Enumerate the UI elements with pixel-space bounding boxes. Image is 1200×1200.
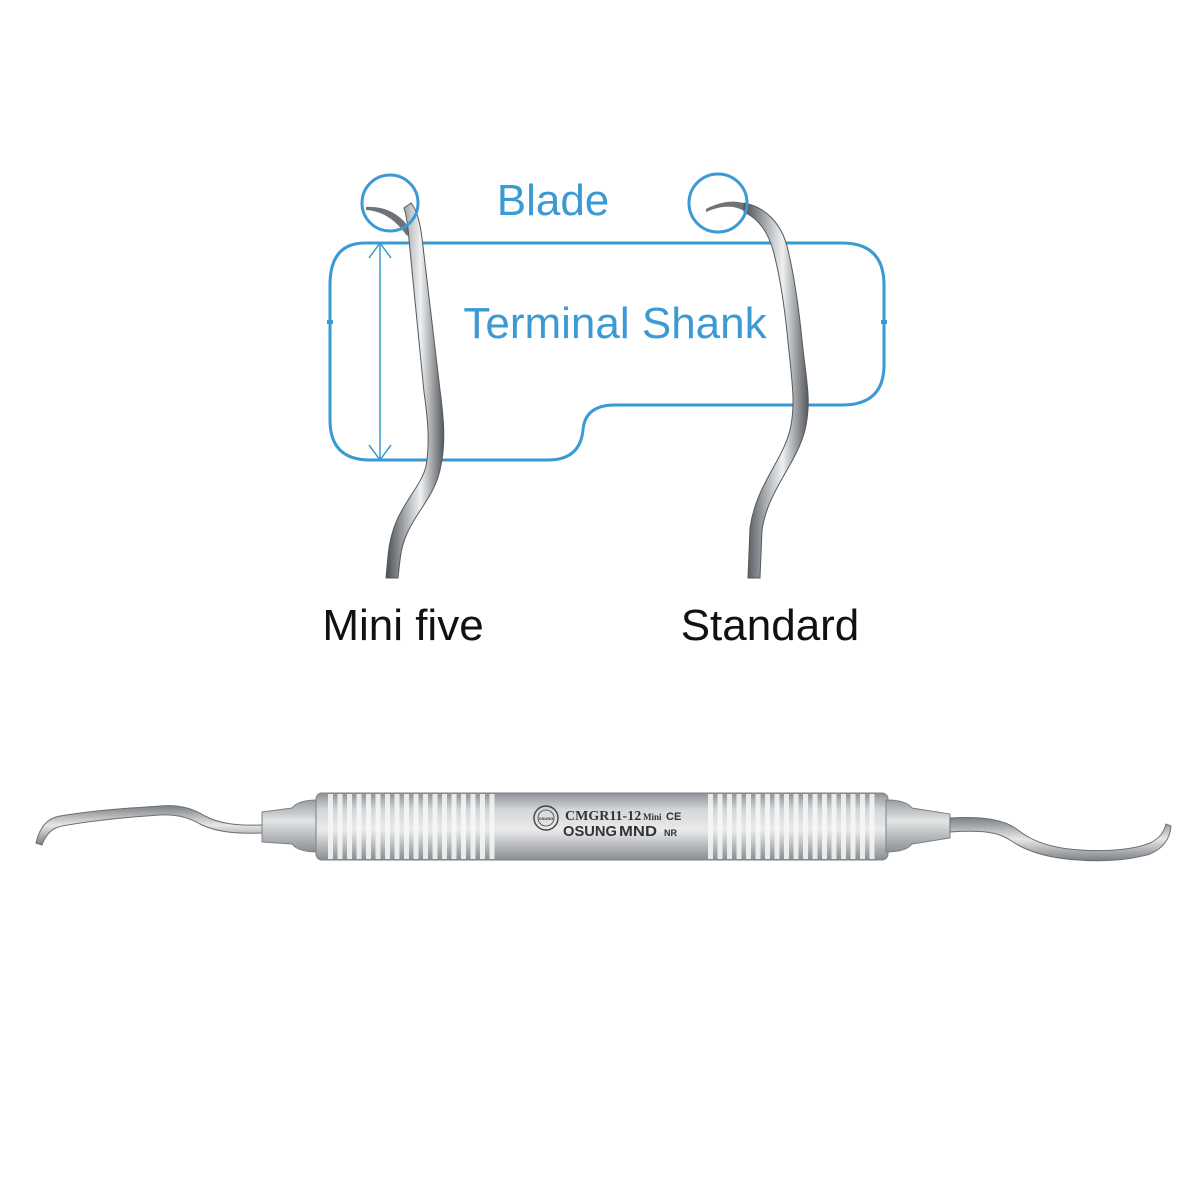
grip-ring — [366, 794, 371, 859]
full-instrument: OSUNG CMGR11-12 Mini CE OSUNG MND NR — [35, 792, 1172, 862]
brand-primary: OSUNG — [563, 823, 617, 840]
ce-mark: CE — [666, 811, 681, 823]
seal-text: OSUNG — [539, 816, 554, 821]
terminal-shank-label: Terminal Shank — [463, 299, 767, 348]
grip-ring — [337, 794, 343, 859]
grip-ring — [708, 794, 713, 859]
grip-ring — [347, 794, 352, 859]
grip-ring — [803, 794, 808, 859]
box-side-tick-right — [881, 320, 887, 324]
grip-ring — [793, 794, 799, 859]
terminal-shank-box — [328, 241, 886, 462]
caption-standard: Standard — [681, 601, 860, 650]
mini-five-shank — [385, 202, 445, 579]
blade-circle-mini — [360, 173, 420, 233]
grip-ring — [727, 794, 732, 859]
right-collar — [885, 799, 951, 853]
grip-ring — [442, 794, 447, 859]
working-end-detail: Blade Terminal Shank Mini five Standard — [322, 172, 887, 650]
grip-ring — [451, 794, 457, 859]
grip-ring — [765, 794, 770, 859]
mini-five-tip — [366, 202, 445, 579]
grip-ring — [461, 794, 466, 859]
grip-ring — [470, 794, 476, 859]
blade-circle-standard — [687, 172, 749, 234]
model-variant: Mini — [643, 812, 662, 822]
grip-ring — [328, 794, 333, 859]
grip-ring — [432, 794, 438, 859]
blade-label: Blade — [497, 176, 610, 225]
grip-ring — [489, 794, 495, 859]
handle-grip-right — [708, 794, 875, 859]
model-number: CMGR11-12 — [565, 809, 641, 824]
grip-ring — [746, 794, 751, 859]
grip-ring — [736, 794, 742, 859]
grip-ring — [394, 794, 400, 859]
box-side-tick-left — [327, 320, 333, 324]
grip-ring — [413, 794, 419, 859]
grip-ring — [356, 794, 362, 859]
grip-ring — [774, 794, 780, 859]
grip-ring — [404, 794, 409, 859]
standard-shank — [743, 202, 809, 579]
standard-tip — [706, 201, 809, 579]
grip-ring — [755, 794, 761, 859]
grip-ring — [385, 794, 390, 859]
grip-ring — [822, 794, 827, 859]
grip-ring — [860, 794, 865, 859]
brand-seal-icon: OSUNG — [533, 805, 559, 831]
grip-ring — [841, 794, 846, 859]
grip-ring — [784, 794, 789, 859]
left-collar — [261, 799, 319, 853]
grip-ring — [423, 794, 428, 859]
grip-ring — [717, 794, 723, 859]
left-working-end — [35, 805, 263, 846]
handle-engraving: OSUNG CMGR11-12 Mini CE OSUNG MND NR — [533, 805, 681, 840]
nr-mark: NR — [664, 828, 677, 838]
right-working-end — [949, 817, 1172, 862]
caption-mini-five: Mini five — [322, 601, 483, 650]
shank-length-arrow — [368, 241, 392, 462]
grip-ring — [812, 794, 818, 859]
grip-ring — [869, 794, 875, 859]
grip-ring — [850, 794, 856, 859]
grip-ring — [375, 794, 381, 859]
handle-grip-left — [328, 794, 495, 859]
grip-ring — [831, 794, 837, 859]
grip-ring — [480, 794, 485, 859]
brand-secondary: MND — [619, 823, 657, 840]
